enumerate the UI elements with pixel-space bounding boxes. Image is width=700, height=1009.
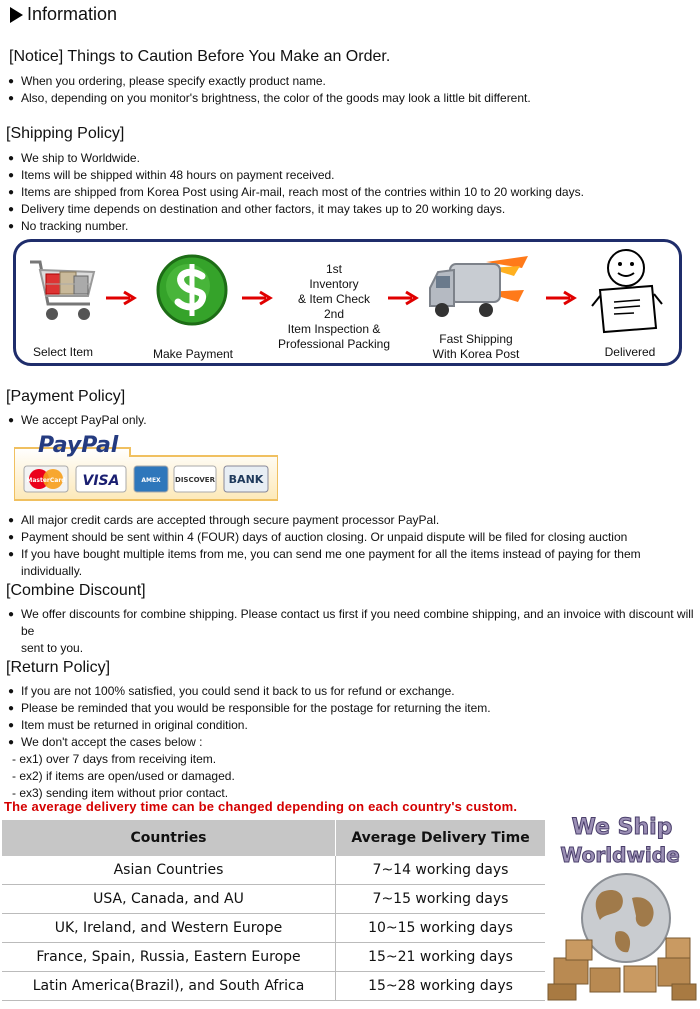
paypal-logo: PayPal MasterCard VISA AMEX DISCOVER BAN… [13, 430, 279, 502]
paypal-brand-text: PayPal [38, 433, 119, 458]
combine-list: We offer discounts for combine shipping.… [8, 606, 694, 657]
shipping-heading: [Shipping Policy] [6, 125, 125, 142]
table-row: UK, Ireland, and Western Europe 10~15 wo… [2, 913, 545, 943]
country-cell: USA, Canada, and AU [2, 884, 336, 914]
delivery-notice: The average delivery time can be changed… [4, 799, 518, 814]
country-cell: UK, Ireland, and Western Europe [2, 913, 336, 943]
card-mastercard: MasterCard [26, 477, 65, 484]
list-item: No tracking number. [8, 218, 584, 235]
delivery-time-cell: 7~15 working days [335, 884, 545, 914]
notice-heading: [Notice] Things to Caution Before You Ma… [9, 48, 391, 65]
delivery-time-cell: 15~21 working days [335, 942, 545, 972]
payment-accept-list: We accept PayPal only. [8, 412, 147, 429]
combine-line: We offer discounts for combine shipping.… [21, 607, 694, 638]
list-item: We don't accept the cases below : [8, 734, 491, 751]
arrow-right-icon [546, 290, 577, 306]
country-cell: Asian Countries [2, 856, 336, 885]
column-header-delivery-time: Average Delivery Time [335, 820, 545, 856]
list-item: All major credit cards are accepted thro… [8, 512, 700, 529]
step-select-item: Select Item [32, 345, 94, 359]
delivery-time-table: Countries Average Delivery Time Asian Co… [2, 820, 545, 1001]
play-triangle-icon [10, 6, 23, 23]
list-item: Items will be shipped within 48 hours on… [8, 167, 584, 184]
country-cell: Latin America(Brazil), and South Africa [2, 971, 336, 1001]
step-inventory-check: 1st Inventory & Item Check 2nd Item Insp… [276, 262, 392, 352]
notice-list: When you ordering, please specify exactl… [8, 73, 531, 107]
we-ship-worldwide-badge: We Ship Worldwide [547, 815, 697, 1001]
shopping-cart-icon [30, 260, 96, 320]
list-item: Also, depending on you monitor's brightn… [8, 90, 531, 107]
list-item: Items are shipped from Korea Post using … [8, 184, 584, 201]
list-item: If you are not 100% satisfied, you could… [8, 683, 491, 700]
combine-line: sent to you. [21, 641, 84, 655]
step-fast-shipping: Fast Shipping With Korea Post [424, 332, 528, 362]
arrow-right-icon [106, 290, 137, 306]
payment-heading: [Payment Policy] [6, 388, 126, 405]
step4-line: With Korea Post [432, 347, 520, 361]
step3-line: Item Inspection & [287, 322, 381, 336]
payment-dollar-icon [156, 254, 228, 326]
table-row: USA, Canada, and AU 7~15 working days [2, 884, 545, 914]
step3-line: & Item Check [297, 292, 371, 306]
delivery-time-cell: 15~28 working days [335, 971, 545, 1001]
step3-line: 1st [325, 262, 342, 276]
step3-line: Professional Packing [277, 337, 391, 351]
table-row: Latin America(Brazil), and South Africa … [2, 971, 545, 1001]
list-item: Please be reminded that you would be res… [8, 700, 491, 717]
payment-list: All major credit cards are accepted thro… [8, 512, 700, 580]
return-case: - ex3) sending item without prior contac… [12, 786, 229, 800]
list-item: We offer discounts for combine shipping.… [8, 606, 694, 657]
list-item: If you have bought multiple items from m… [8, 546, 700, 580]
table-row: France, Spain, Russia, Eastern Europe 15… [2, 942, 545, 972]
globe-with-boxes-icon [547, 873, 697, 1001]
column-header-countries: Countries [2, 820, 336, 856]
delivery-time-cell: 7~14 working days [335, 856, 545, 885]
shipping-process-box [13, 239, 682, 366]
return-list: If you are not 100% satisfied, you could… [8, 683, 491, 751]
page-title: Information [10, 4, 117, 25]
step-delivered: Delivered [604, 345, 656, 359]
return-heading: [Return Policy] [6, 659, 111, 676]
step3-line: Inventory [309, 277, 359, 291]
list-item: Payment should be sent within 4 (FOUR) d… [8, 529, 700, 546]
return-cases: - ex1) over 7 days from receiving item. … [12, 751, 235, 802]
return-case: - ex2) if items are open/used or damaged… [12, 769, 235, 783]
combine-heading: [Combine Discount] [6, 582, 146, 599]
badge-line2: Worldwide [560, 843, 679, 867]
badge-line1: We Ship [572, 815, 673, 840]
card-amex: AMEX [141, 477, 161, 484]
table-row: Asian Countries 7~14 working days [2, 856, 545, 885]
list-item: Item must be returned in original condit… [8, 717, 491, 734]
arrow-right-icon [242, 290, 273, 306]
list-item: We accept PayPal only. [8, 412, 147, 429]
step-make-payment: Make Payment [152, 347, 234, 361]
list-item: Delivery time depends on destination and… [8, 201, 584, 218]
fast-shipping-truck-icon [429, 256, 528, 317]
list-item: We ship to Worldwide. [8, 150, 584, 167]
shipping-list: We ship to Worldwide. Items will be ship… [8, 150, 584, 235]
delivered-person-icon [591, 249, 663, 334]
arrow-right-icon [388, 290, 419, 306]
card-visa: VISA [83, 473, 120, 489]
card-discover: DISCOVER [175, 476, 216, 484]
step3-line: 2nd [323, 307, 345, 321]
country-cell: France, Spain, Russia, Eastern Europe [2, 942, 336, 972]
list-item: When you ordering, please specify exactl… [8, 73, 531, 90]
card-bank: BANK [229, 473, 264, 486]
delivery-time-cell: 10~15 working days [335, 913, 545, 943]
page-title-text: Information [27, 4, 118, 24]
step4-line: Fast Shipping [439, 332, 513, 346]
return-case: - ex1) over 7 days from receiving item. [12, 752, 217, 766]
table-header-row: Countries Average Delivery Time [2, 820, 545, 856]
